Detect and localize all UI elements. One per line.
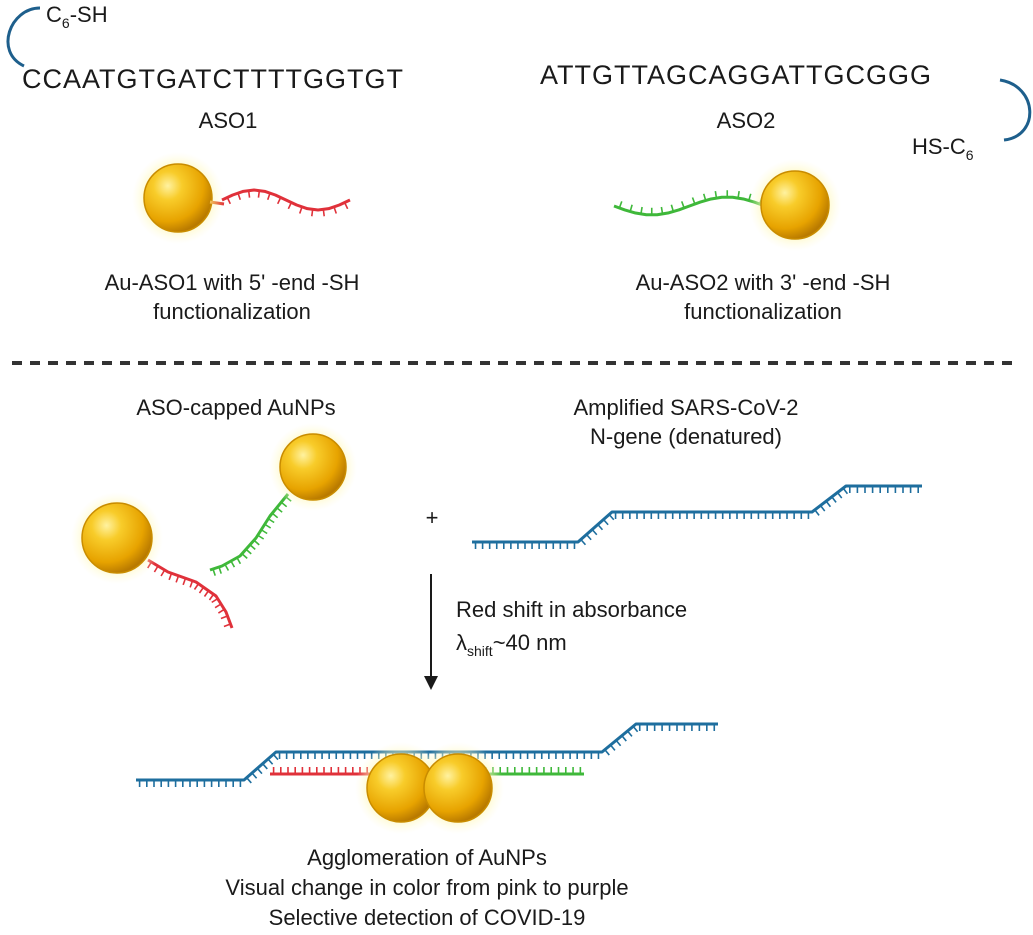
aso1-panel: C6-SH CCAATGTGATCTTTTGGTGT ASO1 Au-ASO1 … bbox=[6, 2, 404, 324]
aso2-linker-label: HS-C6 bbox=[912, 134, 974, 163]
aso2-strand bbox=[613, 190, 766, 217]
aso1-sequence: CCAATGTGATCTTTTGGTGT bbox=[22, 64, 404, 94]
target-label-line1: Amplified SARS-CoV-2 bbox=[574, 395, 799, 420]
aso1-linker-label: C6-SH bbox=[46, 2, 108, 31]
capped-aso2-gold-particle bbox=[279, 433, 347, 501]
aso1-linker-arc bbox=[6, 6, 41, 68]
result-line1: Agglomeration of AuNPs bbox=[307, 845, 547, 870]
target-label-line2: N-gene (denatured) bbox=[590, 424, 782, 449]
aso1-gold-particle bbox=[143, 163, 213, 233]
aso1-caption-line2: functionalization bbox=[153, 299, 311, 324]
aso2-sequence: ATTGTTAGCAGGATTGCGGG bbox=[540, 60, 932, 90]
aso1-name: ASO1 bbox=[199, 108, 258, 133]
result-line3: Selective detection of COVID-19 bbox=[269, 905, 586, 930]
capped-aso2-strand bbox=[209, 493, 292, 576]
plus-sign: + bbox=[426, 505, 439, 530]
aso1-strand bbox=[221, 188, 351, 217]
capped-particle-aso1 bbox=[71, 492, 234, 629]
aso2-panel: ATTGTTAGCAGGATTGCGGG ASO2 HS-C6 Au-ASO2 … bbox=[540, 60, 1032, 324]
capped-aunps-label: ASO-capped AuNPs bbox=[136, 395, 335, 420]
aso2-caption-line2: functionalization bbox=[684, 299, 842, 324]
aso2-gold-particle bbox=[760, 170, 830, 240]
aso2-linker-arc bbox=[999, 78, 1032, 142]
complex-gold-particle-right bbox=[423, 753, 493, 823]
capped-aso1-gold-particle bbox=[81, 502, 153, 574]
target-ngene-strand bbox=[472, 484, 922, 549]
aso2-name: ASO2 bbox=[717, 108, 776, 133]
result-line2: Visual change in color from pink to purp… bbox=[225, 875, 628, 900]
capped-aso1-strand bbox=[147, 558, 234, 629]
shift-label-line1: Red shift in absorbance bbox=[456, 597, 687, 622]
shift-label-line2: λshift~40 nm bbox=[456, 630, 567, 659]
reaction-arrow bbox=[424, 574, 438, 690]
aso2-nanoparticle bbox=[613, 159, 841, 251]
hybridized-complex bbox=[136, 722, 718, 834]
aso1-caption-line1: Au-ASO1 with 5' -end -SH bbox=[105, 270, 360, 295]
aso1-nanoparticle bbox=[132, 152, 351, 244]
capped-particle-aso2 bbox=[209, 423, 357, 576]
aso2-caption-line1: Au-ASO2 with 3' -end -SH bbox=[636, 270, 891, 295]
